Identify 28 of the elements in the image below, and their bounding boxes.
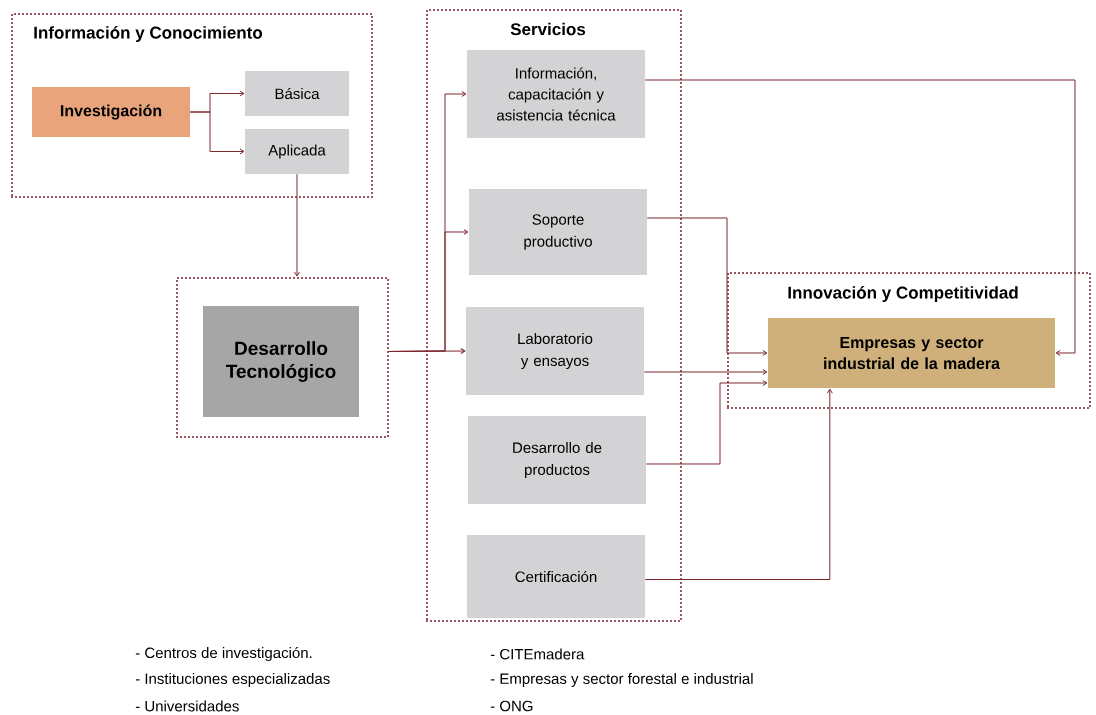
list-item: - ONG [490,700,533,712]
process-box: Certificación [467,535,645,618]
arrow [189,111,245,155]
process-box: Empresas y sector industrial de la madera [768,318,1055,388]
process-box: Básica [245,71,349,116]
arrow [643,369,768,375]
group-heading: Servicios [510,22,586,36]
arrow [644,79,1076,356]
group-heading: Innovación y Competitividad [788,286,1018,302]
dotted-frame [176,277,389,438]
arrow [645,380,768,465]
process-box: Soporte productivo [469,189,647,275]
group-heading: Información y Conocimiento [34,26,263,42]
arrow [294,173,300,277]
process-box: Investigación [32,87,190,137]
arrow [388,348,466,355]
process-box: Desarrollo Tecnológico [203,306,359,417]
list-item: - Centros de investigación. [135,646,312,662]
arrow [646,217,768,356]
process-box: Desarrollo de productos [468,416,646,504]
list-item: - Instituciones especializadas [135,673,330,687]
list-item: - CITEmadera [490,648,585,660]
process-box: Laboratorio y ensayos [466,307,644,395]
list-item: - Empresas y sector forestal e industrial [490,673,753,687]
process-box: Información, capacitación y asistencia técnica [467,50,645,138]
list-item: - Universidades [135,700,239,712]
process-box: Aplicada [245,129,349,174]
arrow [644,388,833,580]
